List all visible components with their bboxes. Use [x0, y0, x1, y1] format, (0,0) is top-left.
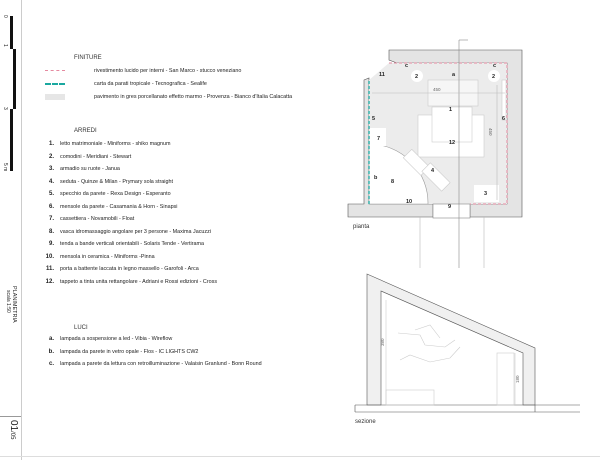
label-c: c	[405, 63, 408, 69]
item-label: specchio da parete - Rexa Design - Esper…	[60, 191, 171, 198]
item-number: a.	[48, 336, 54, 343]
item-number: b.	[48, 348, 54, 355]
label-6: 6	[502, 116, 505, 122]
legend-item: carta da parati tropicale - Tecnografica…	[40, 77, 292, 90]
list-item: c. lampada a parete da lettura con retroi…	[40, 358, 262, 371]
label-a: a	[452, 72, 456, 78]
section	[354, 273, 580, 413]
legend-item: pavimento in gres porcellanato effetto m…	[40, 90, 292, 103]
item-label: porta a battente laccata in legno massel…	[60, 266, 199, 273]
teal-dash-swatch	[45, 82, 65, 85]
floor-swatch	[45, 93, 65, 100]
section-caption: sezione	[355, 419, 376, 425]
label-c: c	[493, 63, 496, 69]
item-number: 12.	[45, 278, 54, 285]
item-number: 5.	[48, 191, 54, 198]
arredi-title: ARREDI	[74, 128, 97, 134]
luci-title: LUCI	[74, 325, 88, 331]
item-label: armadio su ruote - Janua	[60, 166, 120, 173]
luci-list: LUCI a. lampada a sospensione a led - Vib…	[40, 325, 262, 371]
finiture-legend: FINITURE rivestimento lucido per interni…	[40, 55, 292, 103]
list-item: 6. mensole da parete - Casamania & Horn -…	[40, 201, 217, 214]
dim-width: 450	[433, 87, 441, 92]
floor-plan	[347, 39, 523, 268]
item-label: lampada a parete da lettura con retroill…	[60, 361, 262, 368]
list-item: b. lampada da parete in vetro opale - Flo…	[40, 346, 262, 359]
item-number: 6.	[48, 203, 54, 210]
plan-labels: a c c 2 2 11 1 5 6 7 12 4 b 8 3 10 9 450…	[353, 63, 505, 230]
label-11: 11	[379, 72, 385, 78]
item-label: comodini - Meridiani - Stewart	[60, 153, 132, 160]
item-label: vasca idromassaggio angolare per 3 perso…	[60, 228, 212, 235]
list-item: 8. vasca idromassaggio angolare per 3 per…	[40, 226, 217, 239]
item-number: 2.	[48, 153, 54, 160]
arredi-list: ARREDI 1. letto matrimoniale - Miniforms …	[40, 128, 217, 288]
dim-height: 450	[488, 128, 493, 136]
finiture-title: FINITURE	[74, 55, 102, 61]
label-7: 7	[377, 136, 380, 142]
label-10: 10	[406, 199, 412, 205]
item-label: tenda a bande verticali orientabili - So…	[60, 241, 205, 248]
item-number: c.	[48, 361, 54, 368]
item-label: lampada a sospensione a led - Vibia - Wi…	[60, 336, 173, 343]
section-dim-height: 380	[380, 338, 385, 346]
list-item: a. lampada a sospensione a led - Vibia - …	[40, 333, 262, 346]
sidebar: 0 1 3 5 m PLANIMETRIA scala 1:50 01/05	[0, 0, 22, 460]
label-3: 3	[484, 191, 487, 197]
label-1: 1	[449, 107, 452, 113]
plan-caption: pianta	[353, 224, 370, 230]
item-label: tappeto a tinta unita rettangolare - Adr…	[60, 278, 218, 285]
item-label: letto matrimoniale - Miniforms - shiko m…	[60, 141, 171, 148]
list-item: 4. seduta - Quinze & Milan - Prymary sola…	[40, 176, 217, 189]
item-label: cassettiera - Novamobili - Float	[60, 216, 135, 223]
label-5: 5	[372, 116, 375, 122]
list-item: 11. porta a battente laccata in legno mas…	[40, 263, 217, 276]
list-item: 3. armadio su ruote - Janua	[40, 163, 217, 176]
list-item: 1. letto matrimoniale - Miniforms - shiko…	[40, 138, 217, 151]
item-number: 7.	[48, 216, 54, 223]
item-number: 10.	[45, 253, 54, 260]
label-b: b	[374, 175, 378, 181]
list-item: 5. specchio da parete - Rexa Design - Esp…	[40, 188, 217, 201]
item-label: mensola in ceramica - Miniforms -Pinna	[60, 253, 155, 260]
item-label: seduta - Quinze & Milan - Prymary sola s…	[60, 178, 173, 185]
section-dim-low: 180	[515, 375, 520, 383]
item-number: 1.	[48, 141, 54, 148]
pink-dash-swatch	[45, 70, 65, 71]
item-number: 4.	[48, 178, 54, 185]
list-item: 10. mensola in ceramica - Miniforms -Pinn…	[40, 251, 217, 264]
item-label: lampada da parete in vetro opale - Flos …	[60, 348, 199, 355]
item-label: mensole da parete - Casamania & Horn - S…	[60, 203, 178, 210]
label-8: 8	[391, 179, 394, 185]
list-item: 2. comodini - Meridiani - Stewart	[40, 151, 217, 164]
label-4: 4	[431, 168, 435, 174]
legend-item: rivestimento lucido per interni - San Ma…	[40, 64, 292, 77]
list-item: 12. tappeto a tinta unita rettangolare - …	[40, 276, 217, 289]
list-item: 9. tenda a bande verticali orientabili - …	[40, 238, 217, 251]
item-number: 3.	[48, 166, 54, 173]
label-2: 2	[415, 74, 418, 80]
item-number: 11.	[45, 266, 54, 273]
label-2: 2	[492, 74, 495, 80]
item-number: 8.	[48, 228, 54, 235]
list-item: 7. cassettiera - Novamobili - Float	[40, 213, 217, 226]
item-number: 9.	[48, 241, 54, 248]
label-12: 12	[449, 140, 455, 146]
label-9: 9	[448, 204, 451, 210]
